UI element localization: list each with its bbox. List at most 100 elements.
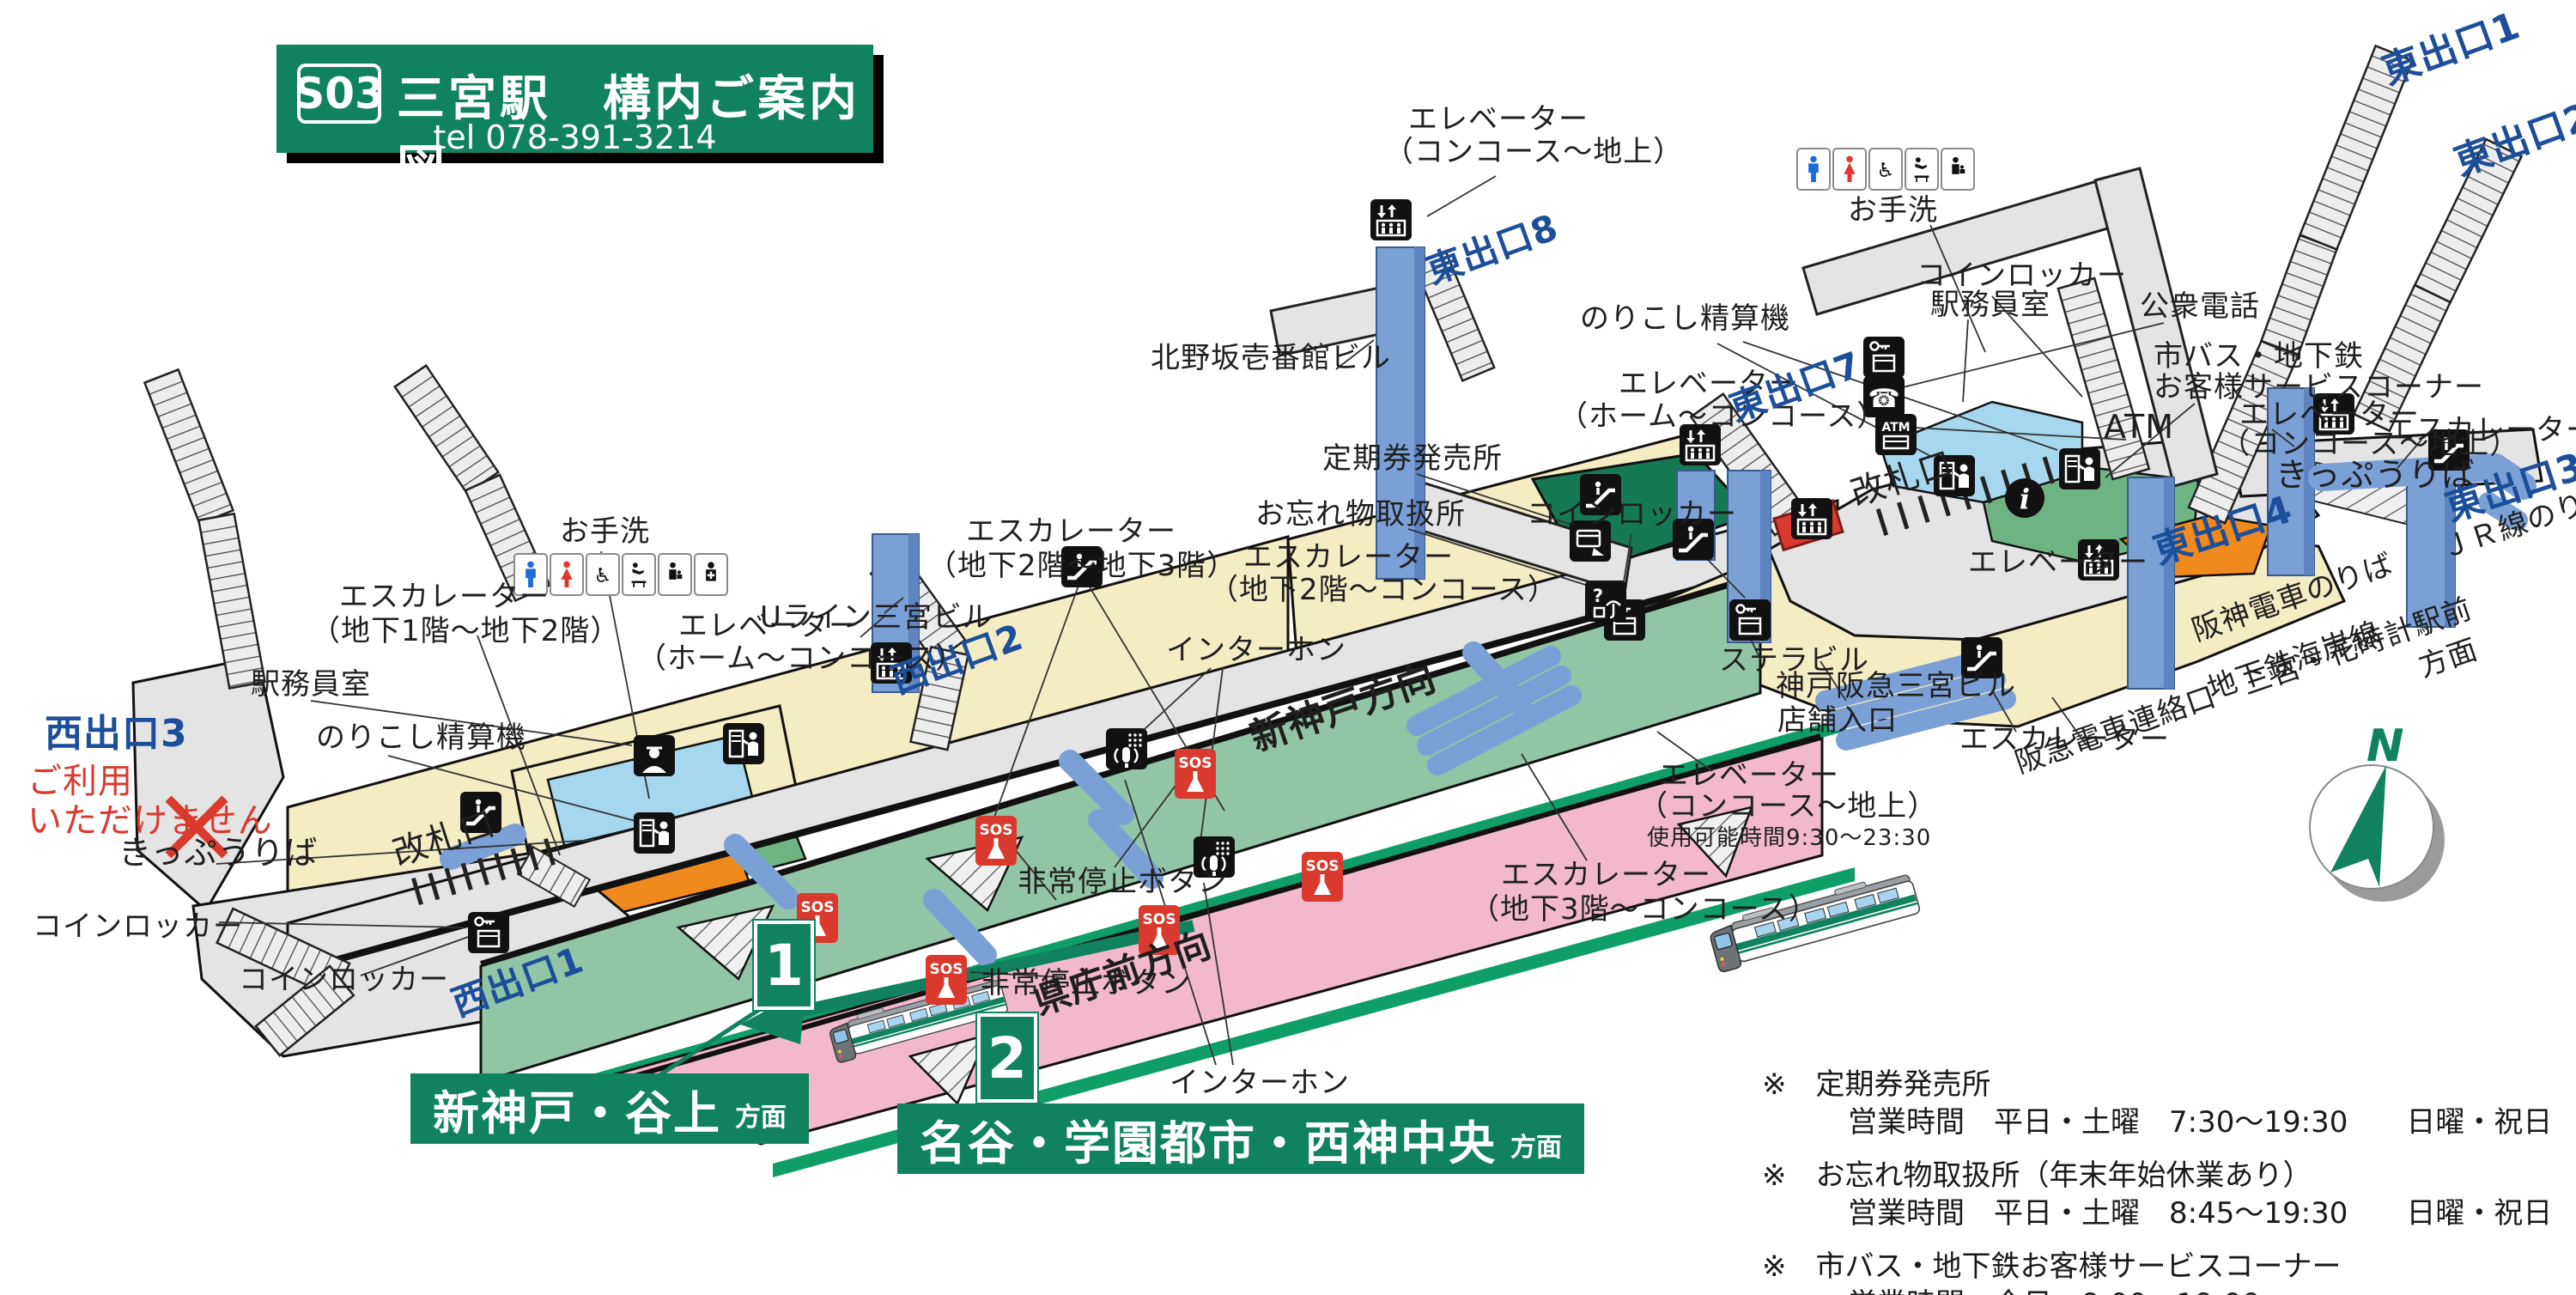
- leader-line: [1335, 339, 1375, 370]
- label-norikoshi-tr: のりこし精算機: [1580, 301, 1790, 336]
- info-icon: [2005, 478, 2044, 518]
- north-passage-2: [2093, 167, 2219, 488]
- label-elev-center-1: エレベーター: [1619, 367, 1799, 401]
- baby-icon: [1914, 157, 1929, 182]
- label-elev-p-2: （コンコース～地上）: [1638, 789, 1938, 824]
- leader-line: [969, 971, 1064, 978]
- label-norikoshi-l: のりこし精算機: [316, 720, 526, 755]
- gate-tick: [1875, 508, 1889, 537]
- label-uline: Uライン三宮ビル: [760, 600, 993, 635]
- gate-tick: [526, 842, 539, 871]
- sos-icon: [926, 955, 967, 1005]
- restroom-cell-wheelchair: ♿: [1868, 148, 1903, 191]
- banner-shinkobe-text: 新神戸・谷上: [433, 1085, 721, 1140]
- leader-line: [1407, 528, 1595, 588]
- restroom-pictograms-top-right: ♿: [1796, 148, 1977, 191]
- label-esc12-1: エスカレーター: [339, 580, 550, 614]
- nursing-icon: [1952, 156, 1965, 174]
- sos-icon: [1302, 852, 1343, 902]
- gate-tick: [510, 848, 523, 876]
- restroom-cell-male: [1796, 148, 1831, 191]
- locker-icon: [1863, 337, 1905, 378]
- hours-service-corner-times: 営業時間 全日 9:00～19:00: [1848, 1290, 2576, 1295]
- label-staff-tr: 駅務員室: [1930, 288, 2050, 322]
- label-stop-upper: 非常停止ボタン: [1018, 865, 1228, 899]
- label-bus-1: 市バス・地下鉄: [2154, 339, 2364, 374]
- label-locker-center: コインロッカー: [1527, 497, 1737, 532]
- leader-line: [1416, 473, 1581, 528]
- map-title: S03 三宮駅 構内ご案内図 tel 078-391-3214: [276, 45, 873, 197]
- banner-shinkobe: 新神戸・谷上 方面: [410, 1073, 809, 1144]
- restroom-cell-female: [1832, 148, 1867, 191]
- label-noentry-2: いただけません: [27, 801, 273, 841]
- label-hankyu-bldg-1: 神戸阪急三宮ビル: [1776, 669, 2016, 703]
- hours-service-corner: ※ 市バス・地下鉄お客様サービスコーナー: [1762, 1249, 2342, 1284]
- banner-shinkobe-suffix: 方面: [735, 1103, 787, 1133]
- locker-icon: [468, 912, 509, 953]
- label-payphone: 公衆電話: [2140, 289, 2260, 324]
- label-esc-far-right: エスカレーター: [2385, 413, 2576, 447]
- ostomate-icon: [706, 562, 716, 581]
- elevator-icon: [1370, 199, 1412, 240]
- restroom-cell-wheelchair: ♿: [586, 553, 620, 596]
- leader-line: [216, 839, 595, 865]
- male-icon: [1808, 155, 1819, 182]
- leader-line: [884, 597, 904, 614]
- sos-icon: [975, 816, 1017, 866]
- locker-icon: [1729, 599, 1771, 641]
- leader-line: [310, 700, 633, 746]
- nursing-icon: [669, 562, 683, 580]
- label-wasuremono: お忘れ物取扱所: [1255, 497, 1466, 532]
- label-locker-top-right: コインロッカー: [1917, 258, 2127, 293]
- label-noentry-1: ご利用: [27, 762, 133, 801]
- restroom-cell-baby: [1905, 148, 1939, 191]
- label-exit-w3: 西出口3: [45, 712, 188, 756]
- leader-line: [1991, 295, 2083, 398]
- leader-line: [1991, 690, 2017, 733]
- baby-icon: [631, 562, 647, 587]
- hours-lost-found: ※ お忘れ物取扱所（年末年始休業あり）: [1762, 1158, 2312, 1193]
- label-toilet-left: お手洗: [560, 514, 650, 549]
- label-interphone-b: インターホン: [1170, 1066, 1350, 1100]
- leader-line: [218, 921, 465, 928]
- label-esc12-2: （地下1階～地下2階）: [311, 614, 621, 648]
- leader-line: [2051, 696, 2087, 746]
- label-esc23-1: エスカレーター: [966, 514, 1176, 549]
- label-esc2c-2: （地下2階～コンコース）: [1209, 573, 1558, 607]
- label-kippu-r: きっぷうりば: [2275, 456, 2476, 494]
- label-esc-right-low: エスカレーター: [1959, 722, 2170, 757]
- leader-line: [1521, 753, 1588, 861]
- label-esc2c-1: エスカレーター: [1243, 540, 1454, 575]
- label-bus-2: お客様サービスコーナー: [2154, 370, 2484, 404]
- platform-2-badge: 2: [975, 1012, 1039, 1104]
- leader-line: [1114, 772, 1186, 868]
- leader-line: [2397, 439, 2422, 469]
- fare-icon: [634, 812, 675, 854]
- leader-line: [988, 585, 1079, 832]
- service-hours: ※ 定期券発売所 営業時間 平日・土曜 7:30～19:30 日曜・祝日 10:…: [1762, 1070, 2576, 1295]
- elevator-icon: [1791, 498, 1832, 539]
- gate-tick: [477, 857, 489, 886]
- sos-icon: [1175, 749, 1216, 799]
- label-elev-rc: エレベーター: [1968, 545, 2148, 580]
- leader-line: [2105, 403, 2196, 478]
- restroom-cell-nursing: [1941, 148, 1975, 191]
- female-icon: [561, 561, 573, 587]
- label-elev-p-1: エレベーター: [1659, 758, 1839, 793]
- platform-1-badge: 1: [752, 919, 816, 1012]
- wheelchair-icon: ♿: [594, 563, 612, 587]
- label-elev-l-2: （ホーム～コンコース）: [637, 641, 966, 676]
- label-stella: ステラビル: [1719, 643, 1869, 678]
- hours-lost-found-times: 営業時間 平日・土曜 8:45～19:30 日曜・祝日 10:00～17:00: [1848, 1196, 2553, 1231]
- leader-line: [860, 614, 887, 638]
- leader-line: [1749, 636, 1761, 660]
- label-staff-left: 駅務員室: [251, 667, 371, 702]
- compass-needle: [2330, 765, 2386, 887]
- label-interphone-u: インターホン: [1166, 633, 1346, 667]
- banner-myodani-text: 名谷・学園都市・西神中央: [920, 1116, 1497, 1170]
- gate-tick: [428, 872, 440, 901]
- compass: N: [2309, 720, 2445, 902]
- track-line-2: [773, 867, 1855, 1177]
- label-esc3c-1: エスカレーター: [1501, 858, 1711, 892]
- svg-text:♿: ♿: [594, 563, 612, 587]
